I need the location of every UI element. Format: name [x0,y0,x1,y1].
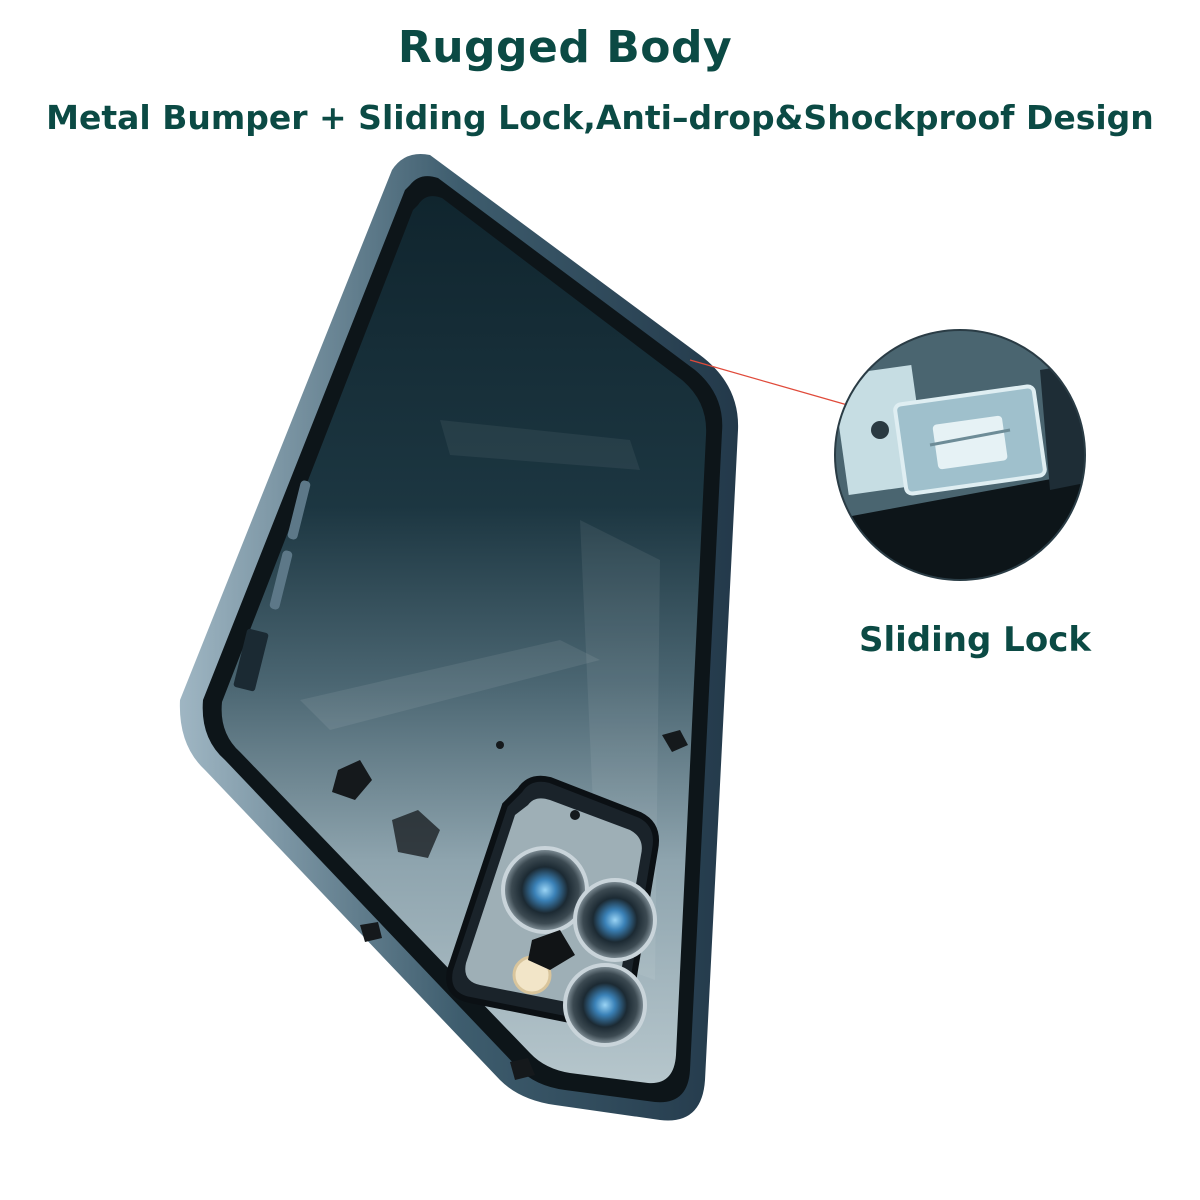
side-button [287,480,311,540]
glass-reflection [300,640,600,730]
side-button [269,550,293,610]
glass-reflection [440,420,640,470]
camera-lens [563,963,647,1047]
side-lock-tab [233,628,269,692]
debris-particle [510,1058,535,1080]
subheadline: Metal Bumper + Sliding Lock,Anti–drop&Sh… [46,98,1154,137]
debris-particle [496,741,504,749]
debris-particle [528,930,575,970]
debris-particle [570,810,580,820]
debris-particle [392,810,440,858]
callout-leader-line [689,359,859,409]
camera-lens [573,878,657,962]
debris-particle [662,730,688,752]
sliding-lock-closeup [834,329,1086,581]
sliding-lock-label: Sliding Lock [859,620,1091,660]
debris-particle [332,760,372,800]
debris-particle [360,922,382,942]
headline: Rugged Body [397,22,733,73]
